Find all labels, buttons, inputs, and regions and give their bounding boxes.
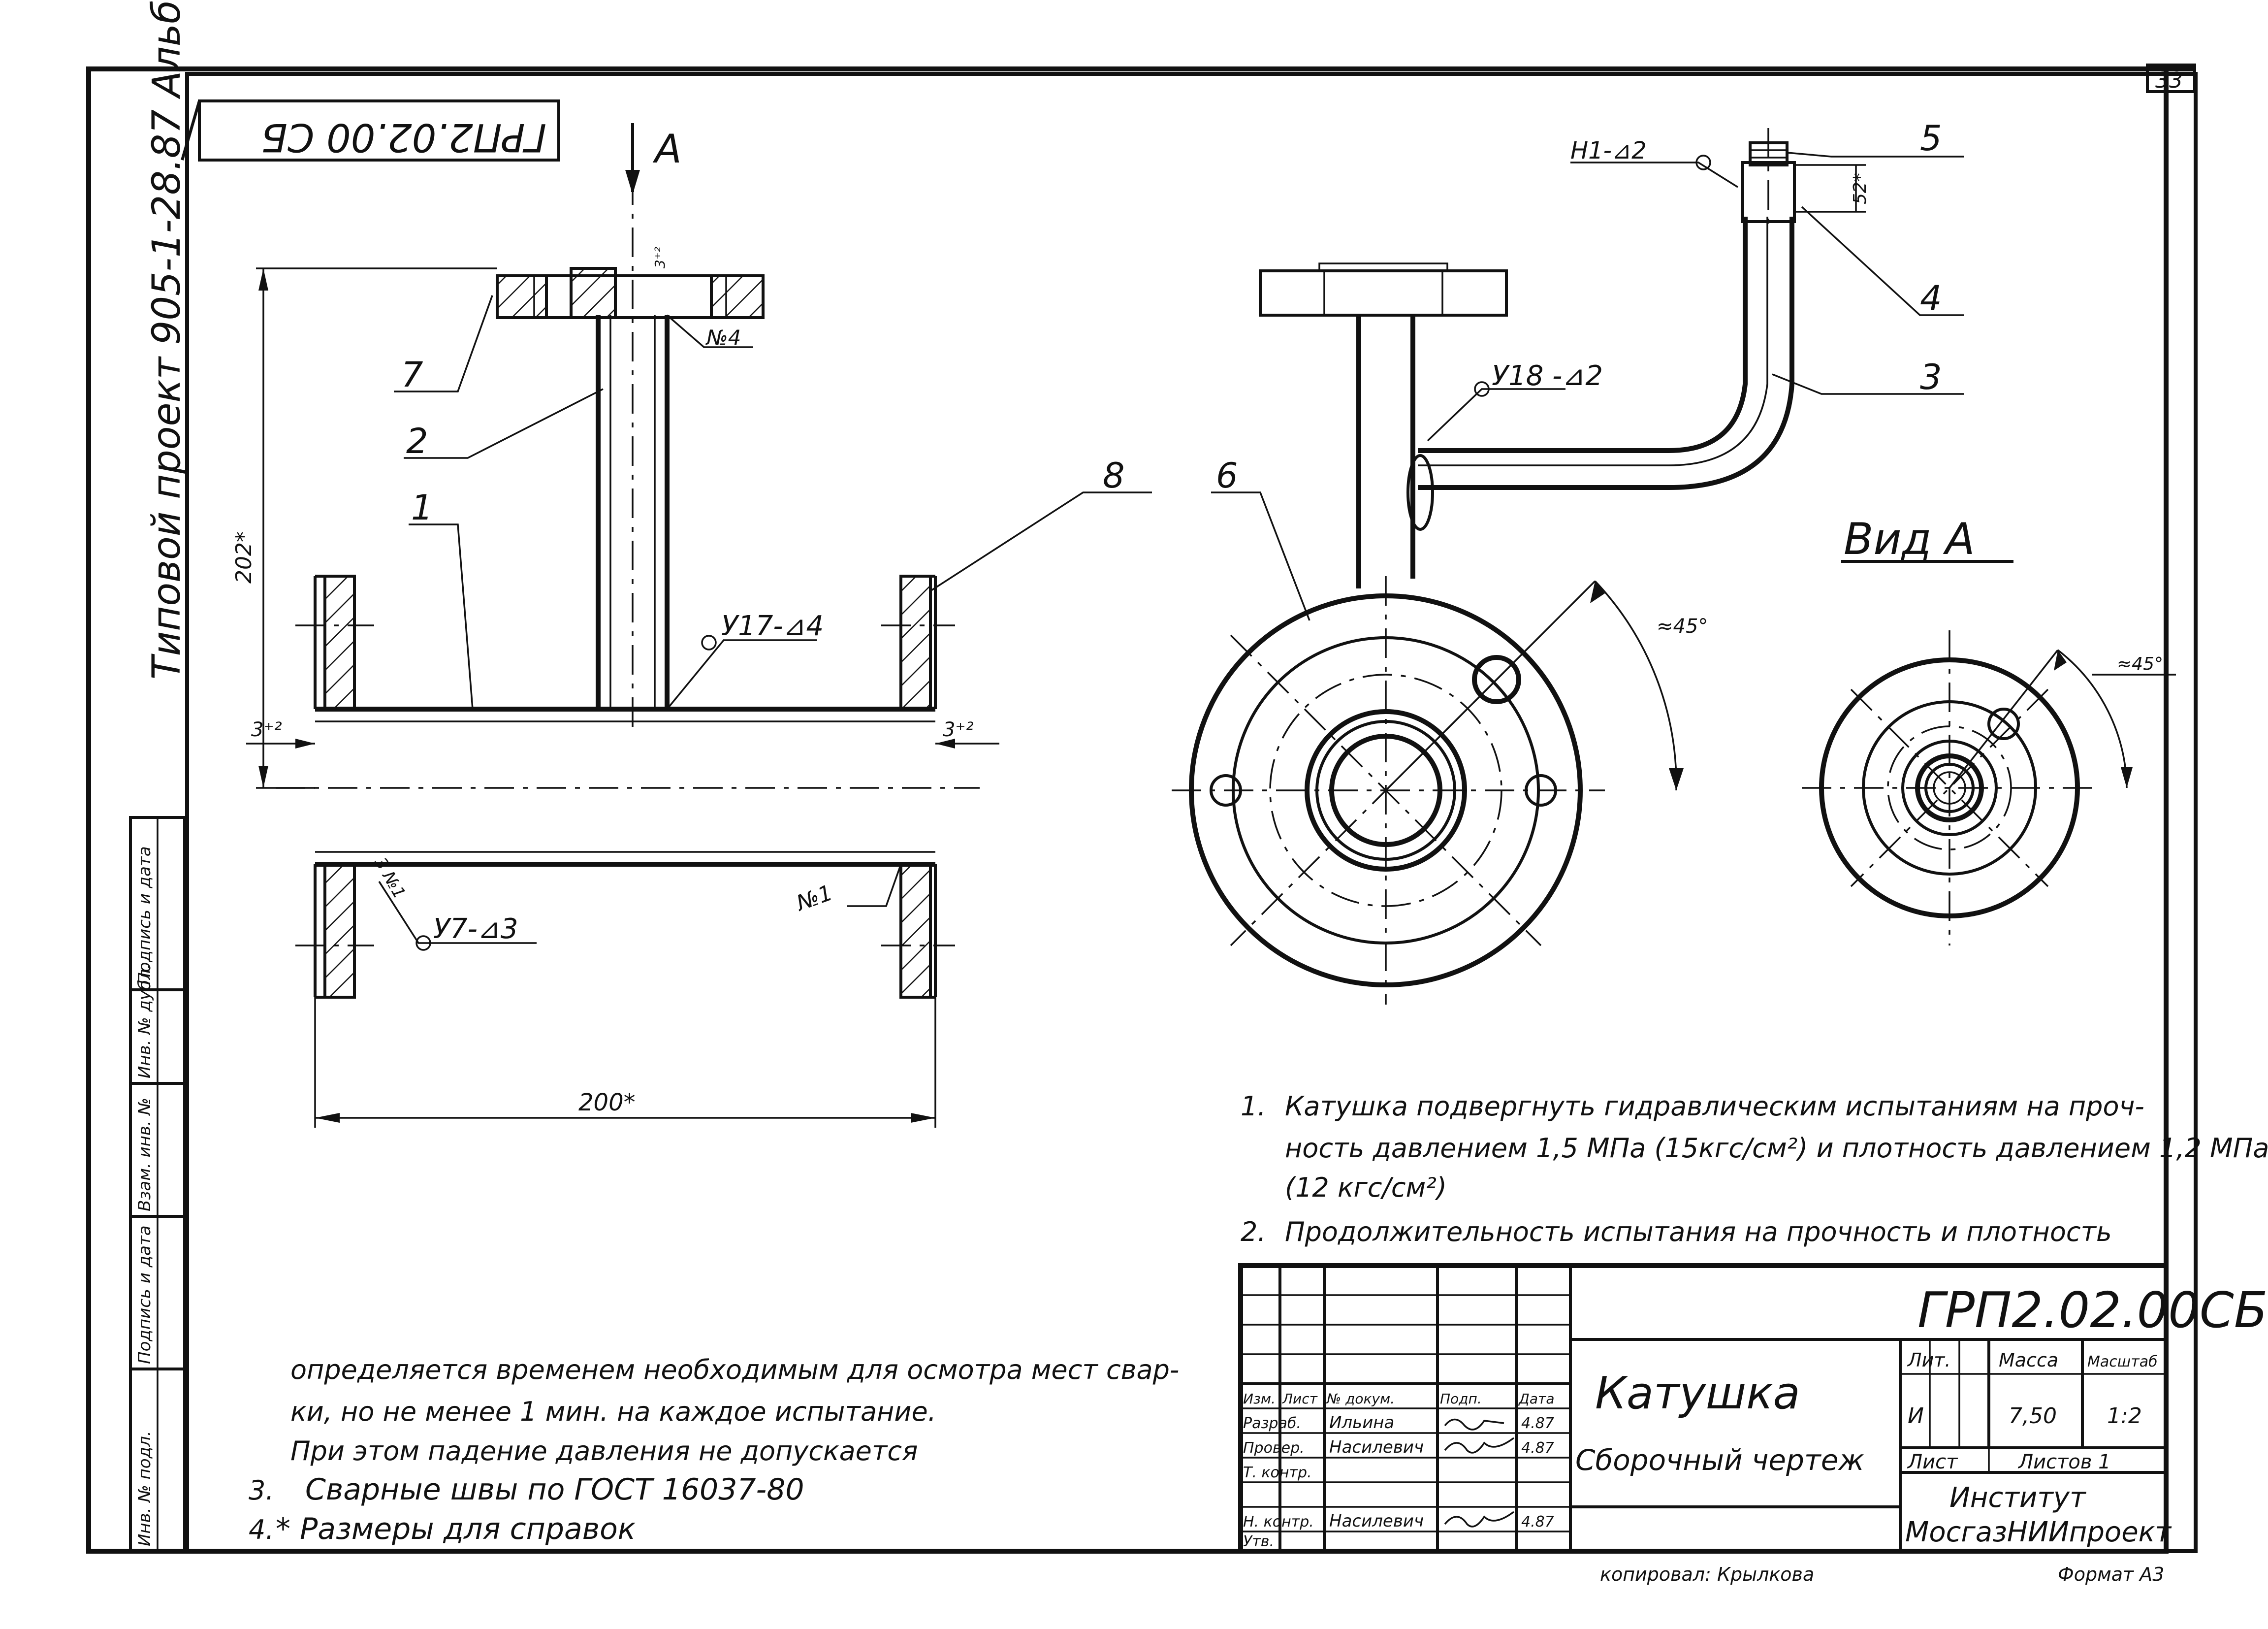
callout-7: 7 xyxy=(401,355,423,395)
note1-line1: Катушка подвергнуть гидравлическим испыт… xyxy=(1285,1091,2144,1122)
note2-line2: определяется временем необходимым для ос… xyxy=(290,1354,1179,1385)
scale-value: 1:2 xyxy=(2107,1403,2142,1429)
margin-columns xyxy=(129,816,186,1553)
sheets-label: Листов 1 xyxy=(2017,1451,2111,1473)
note1-line2: ность давлением 1,5 МПа (15кгс/см²) и пл… xyxy=(1285,1133,2268,1164)
row-label-approved: Утв. xyxy=(1243,1533,1274,1550)
title-block xyxy=(1238,1263,2169,1554)
side-view xyxy=(1172,128,1964,1005)
side-col-4: Инв. № дубл. xyxy=(135,964,155,1078)
signatures xyxy=(1444,1418,1515,1528)
dim-length: 200* xyxy=(578,1089,636,1116)
weld-mark-w1: Н1-⊿2 xyxy=(1570,137,1647,164)
col-header-izm: Изм. xyxy=(1243,1391,1276,1407)
weld-mark-w7: 3 №1 xyxy=(370,854,409,902)
callout-5: 5 xyxy=(1920,118,1942,159)
col-header-doc: № докум. xyxy=(1326,1391,1395,1407)
note4-text: * Размеры для справок xyxy=(276,1512,636,1546)
note2-line3: ки, но не менее 1 мин. на каждое испытан… xyxy=(290,1396,936,1427)
dim-height: 202* xyxy=(231,531,256,584)
side-col-5: Подпись и дата xyxy=(135,846,155,985)
weld-mark-w4: У7-⊿3 xyxy=(433,913,518,945)
col-header-list: Лист xyxy=(1282,1391,1318,1407)
note1-number: 1. xyxy=(1241,1091,1266,1122)
mass-value: 7,50 xyxy=(2009,1403,2057,1429)
row-label-ncontrol: Н. контр. xyxy=(1243,1513,1314,1531)
mass-header: Масса xyxy=(1999,1349,2058,1371)
view-label: Вид А xyxy=(1844,514,1975,564)
name-developed: Ильина xyxy=(1329,1413,1394,1433)
org-line1: Институт xyxy=(1949,1482,2086,1514)
weld-mark-w5: №4 xyxy=(705,326,741,350)
note3-number: 3. xyxy=(249,1475,274,1506)
view-arrow-letter: А xyxy=(652,126,682,172)
footer-copied: копировал: Крылкова xyxy=(1600,1564,1814,1585)
name-ncontrol: Насилевич xyxy=(1329,1511,1424,1531)
part-title: Катушка xyxy=(1595,1368,1800,1419)
doc-code: ГРП2.02.00СБ xyxy=(1917,1281,2268,1339)
dim-nozzle: 52* xyxy=(1850,173,1870,204)
callout-3: 3 xyxy=(1920,357,1942,397)
org-line2: МосгазНИИпроект xyxy=(1905,1516,2172,1548)
part-subtitle: Сборочный чертеж xyxy=(1575,1443,1864,1477)
rotated-stamp: ГРП2.02.00 СБ xyxy=(181,99,560,162)
side-col-1: Инв. № подл. xyxy=(135,1431,155,1546)
callout-6: 6 xyxy=(1216,456,1238,496)
date-developed: 4.87 xyxy=(1521,1415,1554,1432)
row-label-tcontrol: Т. контр. xyxy=(1243,1464,1312,1481)
col-header-sign: Подп. xyxy=(1440,1391,1482,1407)
dim-gap-left: 3⁺² xyxy=(251,718,282,741)
front-view xyxy=(246,123,1152,1128)
dim-angle-main: ≈45° xyxy=(1657,615,1708,638)
name-checked: Насилевич xyxy=(1329,1437,1424,1457)
note1-line3: (12 кгс/см²) xyxy=(1285,1172,1447,1203)
dim-gap-top: 3⁺² xyxy=(652,247,668,268)
weld-mark-w3: У17-⊿4 xyxy=(721,610,824,642)
note3-text: Сварные швы по ГОСТ 16037-80 xyxy=(305,1472,804,1507)
notes: 1. Катушка подвергнуть гидравлическим ис… xyxy=(249,1091,2268,1546)
lit-value: И xyxy=(1908,1403,1924,1429)
rotated-stamp-text: ГРП2.02.00 СБ xyxy=(261,115,546,159)
weld-mark-w6: №1 xyxy=(792,880,836,916)
row-label-checked: Провер. xyxy=(1243,1439,1305,1457)
callout-2: 2 xyxy=(406,421,428,461)
scale-header: Масштаб xyxy=(2087,1353,2158,1370)
dim-angle-view: ≈45° xyxy=(2117,654,2163,674)
sheet-label: Лист xyxy=(1907,1451,1958,1473)
callout-4: 4 xyxy=(1920,278,1942,319)
weld-mark-w2: У18 -⊿2 xyxy=(1492,360,1603,392)
note2-line1: Продолжительность испытания на прочность… xyxy=(1285,1216,2112,1247)
date-ncontrol: 4.87 xyxy=(1521,1513,1554,1531)
note2-line4: При этом падение давления не допускается xyxy=(290,1435,918,1466)
dim-gap-right: 3⁺² xyxy=(943,718,974,741)
date-checked: 4.87 xyxy=(1521,1439,1554,1457)
side-col-2: Подпись и дата xyxy=(135,1225,155,1364)
side-title: Типовой проект 905-1-28.87 Альбом 2 xyxy=(145,0,189,680)
page-number: 33 xyxy=(2155,68,2183,93)
view-a xyxy=(1802,560,2176,945)
side-col-3: Взам. инв. № xyxy=(135,1098,155,1211)
lit-header: Лит. xyxy=(1907,1349,1951,1371)
callout-8: 8 xyxy=(1103,456,1125,496)
row-label-developed: Разраб. xyxy=(1243,1415,1301,1432)
sheet-frame xyxy=(86,64,2198,1554)
note4-number: 4. xyxy=(249,1514,274,1545)
footer-format: Формат А3 xyxy=(2058,1564,2164,1585)
note2-number: 2. xyxy=(1241,1216,1266,1247)
callout-1: 1 xyxy=(411,488,433,528)
col-header-date: Дата xyxy=(1518,1391,1555,1407)
